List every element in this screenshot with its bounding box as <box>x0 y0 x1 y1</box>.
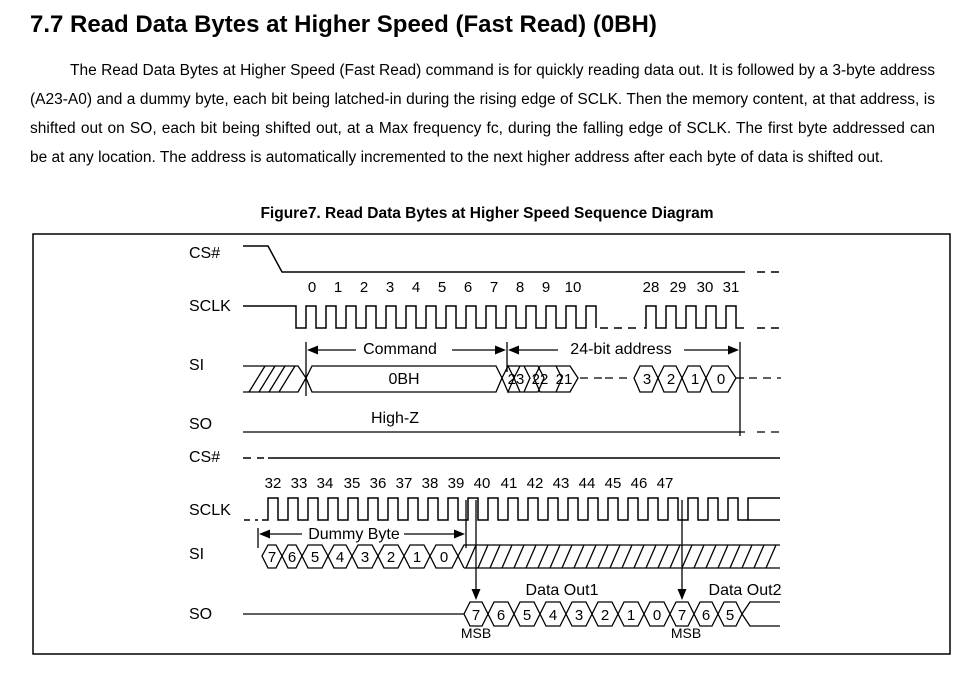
si2-label: SI <box>189 546 204 563</box>
dummy-bit: 6 <box>288 549 296 566</box>
clock-number: 7 <box>490 279 498 296</box>
clock-number: 30 <box>697 279 714 296</box>
data-bit: 1 <box>627 607 635 624</box>
cs-waveform <box>243 245 745 273</box>
figure-caption: Figure7. Read Data Bytes at Higher Speed… <box>260 205 714 222</box>
clock-number: 45 <box>605 475 622 492</box>
data-bit: 0 <box>653 607 661 624</box>
clock-number: 4 <box>412 279 420 296</box>
so2-waveform <box>243 601 780 627</box>
clock-number: 34 <box>317 475 334 492</box>
data-bit: 5 <box>523 607 531 624</box>
clock-number: 41 <box>501 475 518 492</box>
dummy-bit: 3 <box>361 549 369 566</box>
clock-number: 40 <box>474 475 491 492</box>
command-label: Command <box>363 341 437 358</box>
clock-number: 6 <box>464 279 472 296</box>
data-bit: 2 <box>601 607 609 624</box>
opcode-label: 0BH <box>388 371 419 388</box>
dummy-bit: 2 <box>387 549 395 566</box>
data-bit: 7 <box>678 607 686 624</box>
data-out-arrowheads <box>471 589 687 600</box>
clock-number: 2 <box>360 279 368 296</box>
sclk2-waveform <box>262 497 780 521</box>
clock-numbers-bottom: 32 33 34 35 36 37 38 39 40 41 42 43 44 4… <box>265 475 674 492</box>
data-bit: 4 <box>549 607 557 624</box>
so-label: SO <box>189 416 212 433</box>
clock-number: 35 <box>344 475 361 492</box>
clock-number: 33 <box>291 475 308 492</box>
data-out2-label: Data Out2 <box>709 582 782 599</box>
clock-number: 29 <box>670 279 687 296</box>
data-bit: 6 <box>497 607 505 624</box>
sclk-waveform <box>243 305 597 329</box>
clock-number: 44 <box>579 475 596 492</box>
dummy-bit: 4 <box>336 549 344 566</box>
clock-number: 47 <box>657 475 674 492</box>
address-bit: 1 <box>691 371 699 388</box>
data-bit: 5 <box>726 607 734 624</box>
address-bit: 0 <box>717 371 725 388</box>
data-bit: 6 <box>702 607 710 624</box>
address-bit: 2 <box>667 371 675 388</box>
address-bit: 21 <box>556 371 573 388</box>
msb1-label: MSB <box>461 625 491 641</box>
clock-number: 28 <box>643 279 660 296</box>
data-out1-bits: 7 6 5 4 3 2 1 0 <box>472 607 661 624</box>
clock-number: 8 <box>516 279 524 296</box>
span-arrowheads <box>307 345 739 355</box>
section-heading: 7.7 Read Data Bytes at Higher Speed (Fas… <box>30 11 657 38</box>
dummy-bits: 7 6 5 4 3 2 1 0 <box>268 549 448 566</box>
address-bits: 23 22 21 3 2 1 0 <box>508 371 726 388</box>
clock-numbers-top: 0 1 2 3 4 5 6 7 8 9 10 28 29 30 31 <box>308 279 740 296</box>
address-bit: 3 <box>643 371 651 388</box>
data-bit: 3 <box>575 607 583 624</box>
cs2-label: CS# <box>189 449 220 466</box>
dummy-label: Dummy Byte <box>308 526 400 543</box>
clock-number: 42 <box>527 475 544 492</box>
si2-waveform <box>261 544 780 569</box>
sclk2-label: SCLK <box>189 502 231 519</box>
msb2-label: MSB <box>671 625 701 641</box>
data-out-markers <box>475 500 683 598</box>
sclk-label: SCLK <box>189 298 231 315</box>
clock-number: 3 <box>386 279 394 296</box>
clock-number: 10 <box>565 279 582 296</box>
cs-label: CS# <box>189 245 220 262</box>
clock-number: 43 <box>553 475 570 492</box>
clock-number: 31 <box>723 279 740 296</box>
dummy-bit: 0 <box>440 549 448 566</box>
sclk-waveform-end <box>644 305 744 329</box>
clock-number: 32 <box>265 475 282 492</box>
clock-number: 5 <box>438 279 446 296</box>
address-bit: 22 <box>532 371 549 388</box>
data-out1-label: Data Out1 <box>526 582 599 599</box>
dummy-bit: 1 <box>413 549 421 566</box>
clock-number: 37 <box>396 475 413 492</box>
so2-label: SO <box>189 606 212 623</box>
dummy-bit: 5 <box>311 549 319 566</box>
diagram-frame <box>32 233 951 655</box>
clock-number: 36 <box>370 475 387 492</box>
clock-number: 38 <box>422 475 439 492</box>
section-description: The Read Data Bytes at Higher Speed (Fas… <box>30 56 935 172</box>
clock-number: 0 <box>308 279 316 296</box>
dummy-arrowheads <box>259 529 465 539</box>
clock-number: 9 <box>542 279 550 296</box>
data-bit: 7 <box>472 607 480 624</box>
clock-number: 39 <box>448 475 465 492</box>
clock-number: 46 <box>631 475 648 492</box>
clock-number: 1 <box>334 279 342 296</box>
si-waveform <box>243 364 781 394</box>
address-bit: 23 <box>508 371 525 388</box>
dummy-bit: 7 <box>268 549 276 566</box>
data-out2-bits: 7 6 5 <box>678 607 734 624</box>
si-label: SI <box>189 357 204 374</box>
signal-labels: CS# SCLK SI SO CS# SCLK SI SO <box>189 245 231 623</box>
address-label: 24-bit address <box>570 341 671 358</box>
description-paragraph: The Read Data Bytes at Higher Speed (Fas… <box>30 62 935 166</box>
high-z-label: High-Z <box>371 410 419 427</box>
